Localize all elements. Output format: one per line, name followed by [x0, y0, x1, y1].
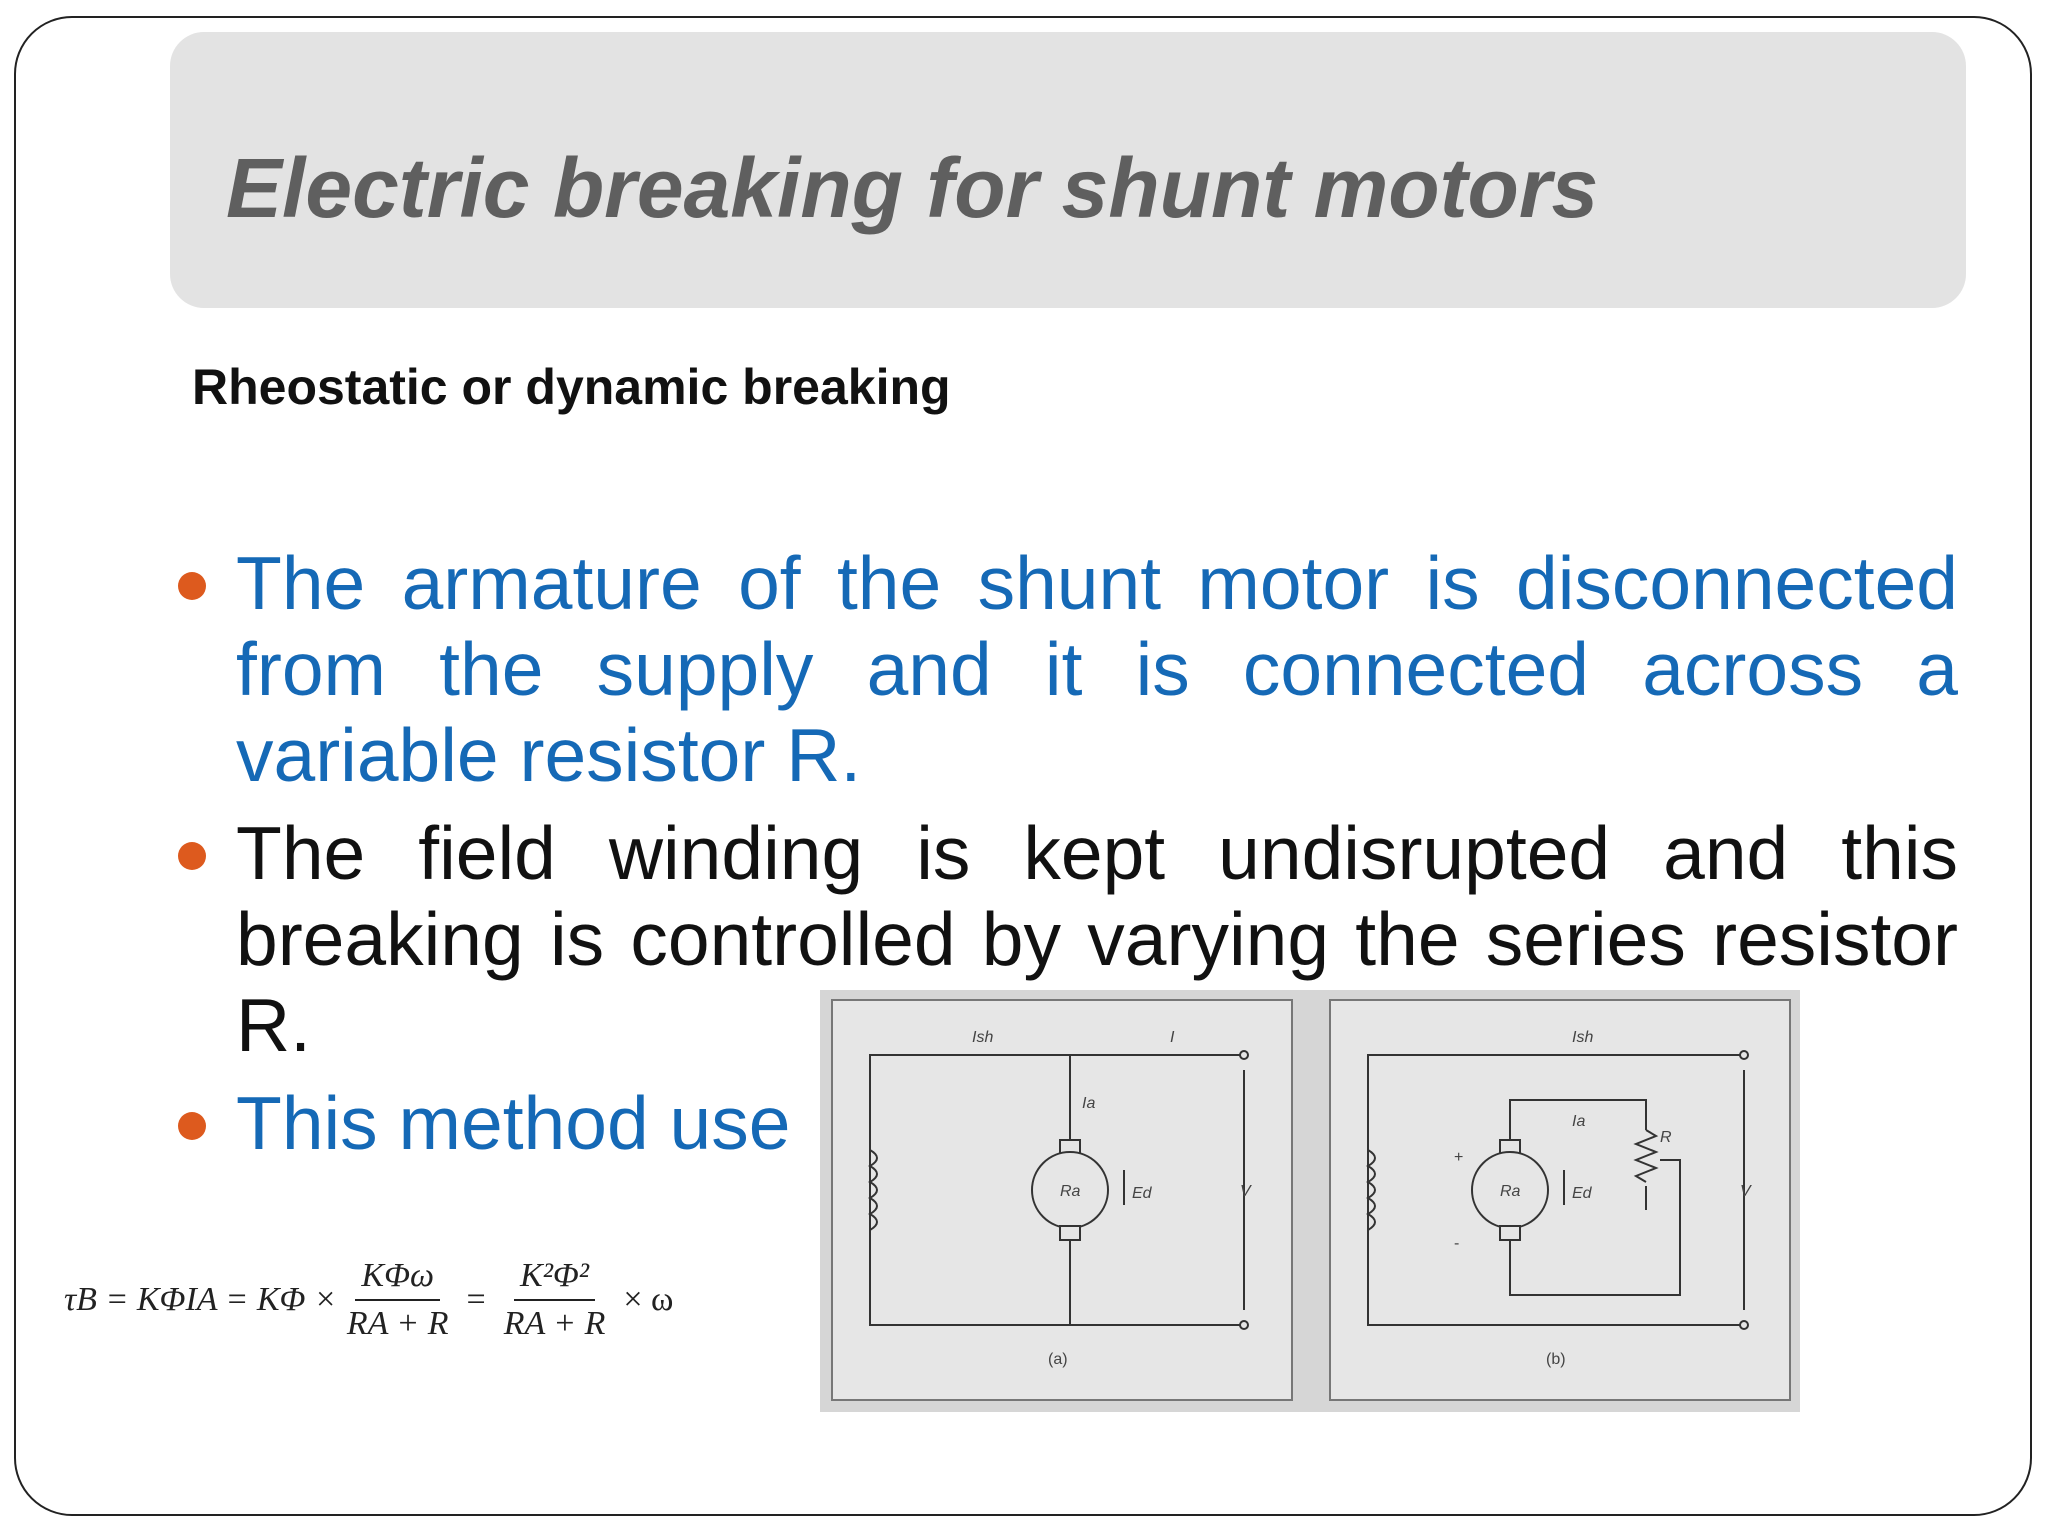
panel-a-circuit — [867, 1050, 1249, 1330]
panel-b-ish-label: Ish — [1572, 1029, 1593, 1046]
formula-fraction-1: KΦω RA + R — [341, 1257, 455, 1343]
bullet-text: This method use — [236, 1081, 791, 1165]
title-box — [170, 32, 1966, 308]
formula-fraction-2: K²Φ² RA + R — [498, 1257, 612, 1343]
list-item: The field winding is kept undisrupted an… — [178, 810, 1958, 1068]
panel-a-ia-label: Ia — [1082, 1095, 1095, 1112]
bullet-text: The field winding is kept undisrupted an… — [236, 811, 1958, 1067]
panel-b-ia-label: Ia — [1572, 1113, 1585, 1130]
panel-a-caption: (a) — [1048, 1351, 1068, 1368]
page-title: Electric breaking for shunt motors — [226, 141, 1599, 235]
bullet-list: The armature of the shunt motor is disco… — [178, 540, 1958, 1178]
formula-tail: × ω — [623, 1281, 674, 1318]
panel-b-r-label: R — [1660, 1129, 1672, 1146]
panel-b-v-label: V — [1740, 1183, 1752, 1200]
panel-b-plus-label: + — [1454, 1149, 1463, 1166]
panel-b-caption: (b) — [1546, 1351, 1566, 1368]
panel-a-ra-label: Ra — [1060, 1183, 1081, 1200]
panel-b-circuit — [1365, 1050, 1749, 1330]
fraction-numerator: K²Φ² — [514, 1257, 595, 1301]
panel-b-minus-label: - — [1454, 1235, 1459, 1252]
panel-a-i-label: I — [1170, 1029, 1175, 1046]
fraction-denominator: RA + R — [346, 1305, 449, 1342]
braking-torque-formula: τB = KΦIA = KΦ × KΦω RA + R = K²Φ² RA + … — [64, 1240, 681, 1360]
list-item: The armature of the shunt motor is disco… — [178, 540, 1958, 798]
section-subtitle: Rheostatic or dynamic breaking — [192, 359, 951, 415]
bullet-icon — [178, 842, 206, 870]
formula-equals: = — [466, 1281, 486, 1318]
list-item: This method use — [178, 1080, 1958, 1166]
circuit-diagram-image: Ish I Ia Ra Ed V (a) Ish Ia R Ra Ed V — [820, 990, 1800, 1412]
panel-a-ed-label: Ed — [1132, 1185, 1153, 1202]
bullet-icon — [178, 572, 206, 600]
panel-b-ra-label: Ra — [1500, 1183, 1521, 1200]
fraction-denominator: RA + R — [503, 1305, 606, 1342]
panel-a-ish-label: Ish — [972, 1029, 993, 1046]
panel-a-v-label: V — [1240, 1183, 1252, 1200]
bullet-text: The armature of the shunt motor is disco… — [236, 541, 1958, 797]
formula-lhs: τB = KΦIA = KΦ × — [64, 1281, 337, 1318]
fraction-numerator: KΦω — [355, 1257, 440, 1301]
panel-b-ed-label: Ed — [1572, 1185, 1593, 1202]
bullet-icon — [178, 1112, 206, 1140]
panel-b-border — [1329, 999, 1791, 1401]
